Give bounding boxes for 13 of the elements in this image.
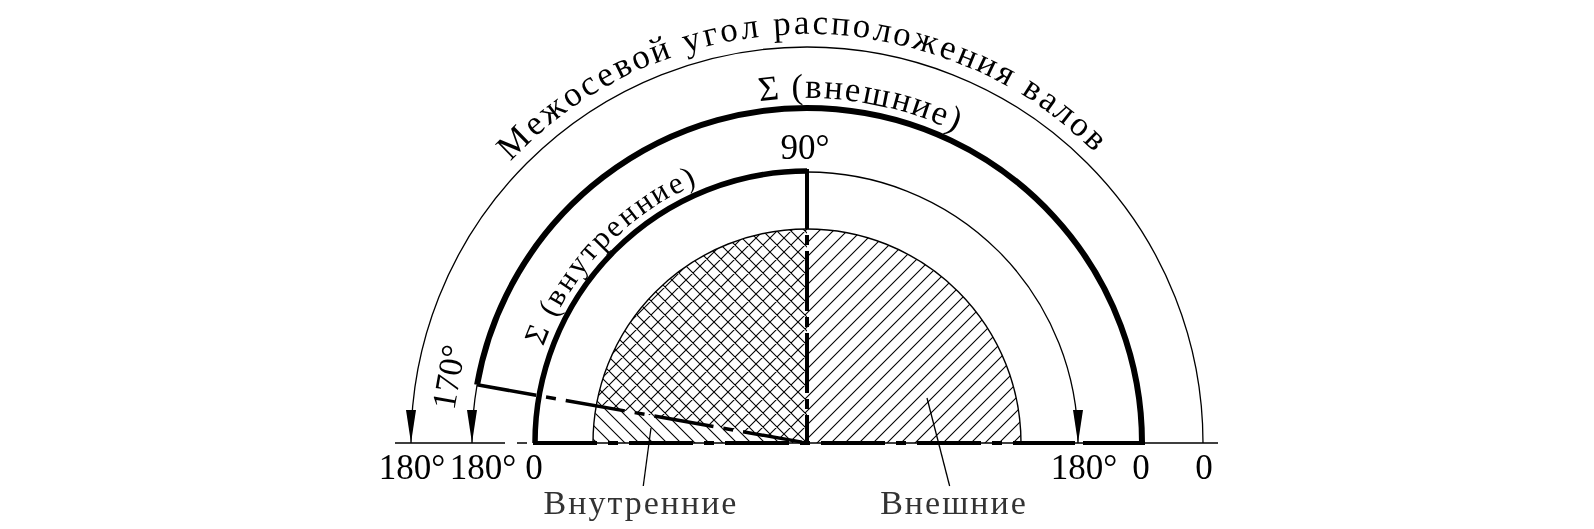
region-label: Внутренние — [543, 486, 739, 520]
angle-label: 90° — [780, 129, 830, 165]
region-label: Внешние — [880, 486, 1028, 520]
scale-label: 180° — [449, 449, 517, 485]
scale-label: 180° — [1050, 449, 1118, 485]
scale-label: 180° — [378, 449, 446, 485]
angle-label: 170° — [426, 342, 472, 412]
scale-label: 0 — [1132, 449, 1150, 485]
leader-line — [926, 397, 951, 487]
scale-label: 0 — [1195, 449, 1213, 485]
scale-label: 0 — [525, 449, 543, 485]
leader-line — [642, 427, 652, 487]
hatched-region — [807, 229, 1021, 443]
